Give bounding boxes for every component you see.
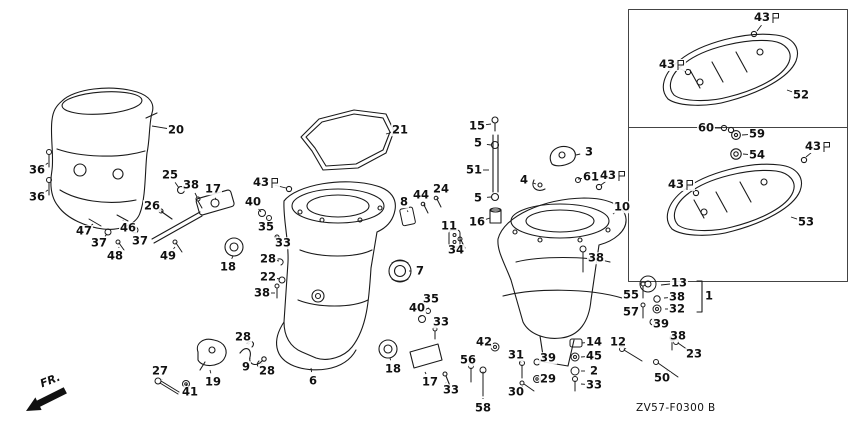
leader-line bbox=[44, 189, 49, 193]
leader-line bbox=[214, 197, 217, 201]
leader-line bbox=[194, 192, 198, 198]
leader-line bbox=[104, 233, 108, 237]
leader-line bbox=[485, 123, 492, 126]
leader-line bbox=[276, 278, 281, 280]
part-gasket-21 bbox=[300, 109, 395, 171]
leader-line bbox=[685, 349, 688, 351]
leader-line bbox=[423, 203, 426, 207]
leader-line bbox=[389, 357, 392, 361]
shift-linkage-assembly bbox=[151, 185, 244, 257]
part-extension-case-6 bbox=[276, 181, 396, 371]
part-cover-53 bbox=[666, 156, 808, 236]
leader-line bbox=[310, 367, 313, 373]
leader-lines-layer bbox=[44, 24, 812, 399]
leader-line bbox=[406, 210, 409, 213]
leader-line bbox=[44, 162, 49, 166]
inset-panel-top-border bbox=[628, 9, 848, 128]
tube-clamp-group bbox=[285, 145, 603, 193]
leader-line bbox=[151, 125, 168, 129]
leader-line bbox=[600, 181, 607, 186]
leader-line bbox=[173, 246, 176, 250]
pump-plate-assembly bbox=[378, 339, 451, 387]
leader-line bbox=[485, 217, 491, 220]
water-tube-group bbox=[489, 116, 502, 224]
leader-line bbox=[612, 212, 616, 215]
leader-line bbox=[486, 143, 492, 146]
leader-line bbox=[209, 369, 212, 374]
inset-panel-bottom-border bbox=[628, 127, 848, 282]
leader-line bbox=[680, 68, 686, 72]
diagram-code: ZV57-F0300 B bbox=[636, 402, 716, 414]
fr-arrow-icon bbox=[26, 387, 67, 411]
leader-line bbox=[805, 152, 812, 158]
leader-line bbox=[575, 153, 581, 156]
leader-line bbox=[174, 182, 180, 189]
leader-line bbox=[577, 177, 583, 180]
leader-line bbox=[532, 182, 537, 185]
group-bracket-1 bbox=[696, 280, 703, 313]
leader-line bbox=[521, 385, 524, 388]
leader-line bbox=[786, 89, 793, 93]
leader-line bbox=[454, 232, 456, 235]
leader-line bbox=[756, 24, 762, 32]
leader-line bbox=[258, 208, 262, 213]
leader-line bbox=[90, 223, 94, 226]
leader-line bbox=[652, 320, 656, 323]
leader-line bbox=[624, 347, 627, 350]
leader-line bbox=[385, 132, 392, 135]
part-cover-52 bbox=[662, 30, 798, 106]
bracket-19-cable-9 bbox=[196, 338, 267, 371]
leader-line bbox=[790, 216, 798, 220]
part-grommet-7 bbox=[388, 259, 412, 283]
leader-line bbox=[660, 283, 671, 286]
part-gearcase-assembly-10 bbox=[497, 197, 627, 367]
part-gearcase-housing-20 bbox=[50, 87, 158, 230]
leader-line bbox=[134, 231, 136, 234]
leader-line bbox=[274, 184, 287, 189]
leader-line bbox=[185, 383, 188, 387]
leader-line bbox=[424, 371, 427, 375]
washer-set-59-54-60 bbox=[720, 124, 742, 160]
leader-line bbox=[231, 255, 234, 259]
